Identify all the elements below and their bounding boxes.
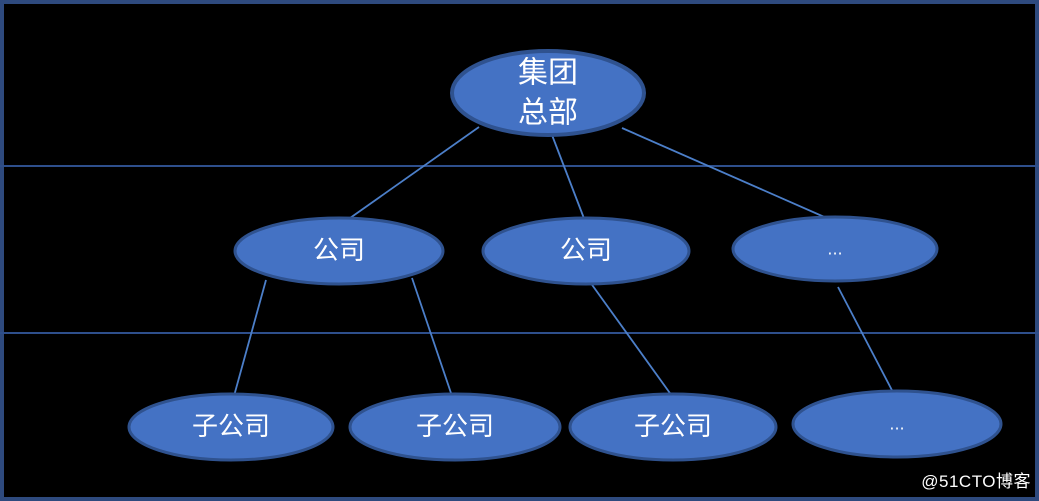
node-label-subsidiary-2: 子公司	[416, 412, 494, 442]
node-label-company-2: 公司	[560, 236, 612, 266]
node-shape-subsidiary-more	[791, 389, 1003, 459]
edge-company-1-to-subsidiary-1	[233, 279, 267, 397]
edge-group-hq-to-company-1	[342, 126, 480, 224]
node-label-subsidiary-1: 子公司	[192, 412, 270, 442]
node-company-2: 公司	[481, 216, 691, 286]
node-label-subsidiary-3: 子公司	[634, 412, 712, 442]
node-label-company-more: ...	[827, 240, 842, 259]
node-shape-company-more	[731, 215, 939, 283]
node-shape-subsidiary-2	[348, 392, 562, 462]
node-subsidiary-1: 子公司	[127, 392, 335, 462]
node-shape-company-1	[233, 216, 445, 286]
node-label-group-hq: 总部	[518, 96, 578, 131]
node-shape-group-hq	[450, 49, 646, 137]
node-company-1: 公司	[233, 216, 445, 286]
edge-company-1-to-subsidiary-2	[411, 277, 453, 397]
51cto-watermark: @51CTO博客	[921, 472, 1031, 491]
edge-group-hq-to-company-2	[551, 134, 586, 222]
node-subsidiary-3: 子公司	[568, 392, 778, 462]
edge-group-hq-to-company-more	[621, 127, 839, 224]
node-shape-subsidiary-3	[568, 392, 778, 462]
node-label-company-1: 公司	[313, 236, 365, 266]
node-shape-company-2	[481, 216, 691, 286]
node-subsidiary-2: 子公司	[348, 392, 562, 462]
node-shape-subsidiary-1	[127, 392, 335, 462]
edge-company-more-to-subsidiary-more	[837, 286, 896, 397]
edge-company-2-to-subsidiary-3	[589, 281, 673, 397]
node-company-more: ...	[731, 215, 939, 283]
node-label-group-hq: 集团	[518, 56, 578, 91]
node-subsidiary-more: ...	[791, 389, 1003, 459]
node-label-subsidiary-more: ...	[889, 415, 904, 434]
